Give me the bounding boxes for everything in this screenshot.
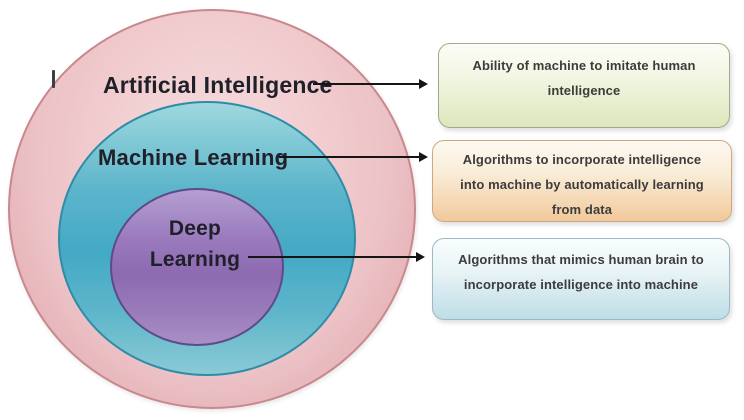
deep-learning-circle — [110, 188, 284, 346]
deep-learning-label: Deep Learning — [128, 213, 262, 275]
deep-learning-label-line1: Deep — [168, 217, 222, 240]
machine-learning-description-box: Algorithms to incorporate intelligence i… — [432, 140, 732, 222]
deep-learning-label-line2: Learning — [149, 248, 241, 271]
arrow-right-icon-ai — [313, 79, 428, 89]
artificial-intelligence-description-box: Ability of machine to imitate human inte… — [438, 43, 730, 128]
rim-tick-mark — [52, 70, 55, 88]
artificial-intelligence-label: Artificial Intelligence — [103, 72, 333, 98]
arrow-right-icon-ml — [279, 152, 428, 162]
arrow-right-icon-dl — [248, 252, 425, 262]
machine-learning-label: Machine Learning — [98, 145, 289, 170]
deep-learning-description-box: Algorithms that mimics human brain to in… — [432, 238, 730, 320]
